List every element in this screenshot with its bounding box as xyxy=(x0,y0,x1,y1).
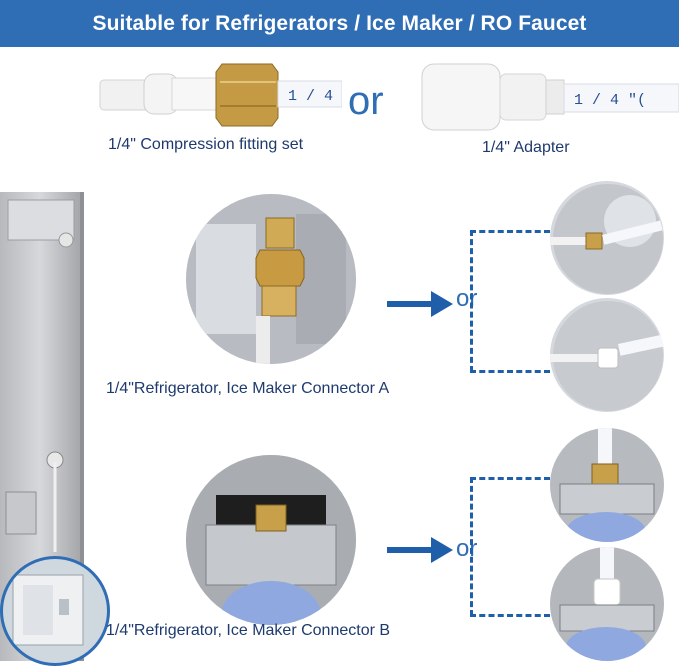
banner-title: Suitable for Refrigerators / Ice Maker /… xyxy=(92,11,587,35)
connector-a-label: 1/4"Refrigerator, Ice Maker Connector A xyxy=(106,380,390,397)
connector-a-image xyxy=(186,194,356,364)
ice-maker-inset xyxy=(0,556,110,666)
adapter-label: 1/4" Adapter xyxy=(482,139,570,156)
connector-a-option-1-image xyxy=(550,184,663,294)
connector-b-option-1 xyxy=(550,428,664,542)
connector-b-or-text: or xyxy=(456,535,478,562)
connector-a-or-text: or xyxy=(456,285,478,312)
tube-print-left: 1 / 4 xyxy=(288,88,333,105)
compression-fitting-image: 1 / 4 xyxy=(99,63,342,127)
bracket-a-top xyxy=(470,230,550,233)
adapter-image: 1 / 4 "( xyxy=(421,63,679,131)
connector-b-photo xyxy=(186,455,356,625)
connector-a-option-2 xyxy=(550,298,664,412)
bracket-b-bottom xyxy=(470,614,550,617)
ice-maker-inset-image xyxy=(12,574,84,646)
bracket-a-bottom xyxy=(470,370,550,373)
bracket-b-vertical xyxy=(470,477,473,616)
connector-a-option-1 xyxy=(550,181,664,295)
connector-b-option-1-image xyxy=(559,428,655,542)
connector-b-option-2 xyxy=(550,547,664,661)
connector-b-image xyxy=(186,455,356,625)
title-banner: Suitable for Refrigerators / Ice Maker /… xyxy=(0,0,679,47)
connector-b-label: 1/4"Refrigerator, Ice Maker Connector B xyxy=(106,622,391,639)
bracket-b-top xyxy=(470,477,550,480)
bracket-a-vertical xyxy=(470,230,473,372)
compression-fitting-label: 1/4" Compression fitting set xyxy=(108,136,304,153)
arrow-a-icon xyxy=(387,291,453,317)
connector-a-option-2-image xyxy=(550,301,664,411)
connector-b-option-2-image xyxy=(559,547,655,661)
top-or-text: or xyxy=(348,79,384,123)
connector-a-photo xyxy=(186,194,356,364)
arrow-b-icon xyxy=(387,537,453,563)
tube-print-right: 1 / 4 "( xyxy=(574,92,646,109)
